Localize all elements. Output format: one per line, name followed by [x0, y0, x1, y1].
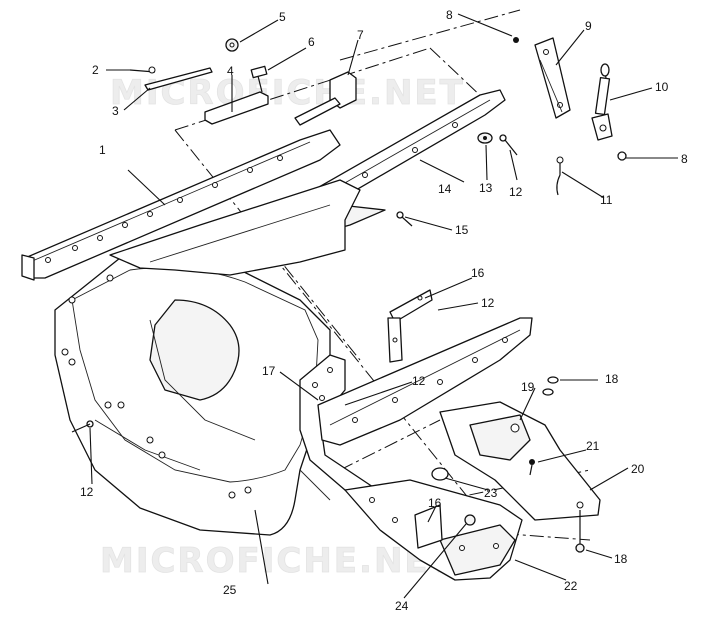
callout-23: 23 [484, 486, 498, 500]
part-9-hinge-plate [534, 37, 571, 119]
part-12-screw-left [71, 420, 94, 433]
callout-7: 7 [357, 28, 364, 42]
part-4-bracket [204, 91, 269, 125]
part-15-clip [396, 211, 413, 227]
part-16-bracket-lower [414, 504, 443, 549]
callout-16-top: 16 [471, 266, 485, 280]
callout-13: 13 [479, 181, 493, 195]
callout-2: 2 [92, 63, 99, 77]
callout-20: 20 [631, 462, 645, 476]
part-25-hood-shell [54, 255, 331, 536]
callout-22: 22 [564, 579, 578, 593]
watermark-bottom: MICROFICHE.NET [100, 541, 455, 581]
part-6-bolt [250, 65, 268, 93]
middle-panel [109, 179, 361, 276]
callout-12-mid: 12 [481, 296, 495, 310]
callout-6: 6 [308, 35, 315, 49]
part-11-cable [556, 156, 564, 196]
callout-11: 11 [600, 193, 613, 207]
part-10-gas-strut [591, 63, 613, 141]
part-13-grommet [477, 132, 493, 144]
watermark-top: MICROFICHE.NET [110, 73, 465, 113]
callout-10: 10 [655, 80, 669, 94]
callout-12-top: 12 [509, 185, 523, 199]
callout-21: 21 [586, 439, 600, 453]
callout-19: 19 [521, 380, 535, 394]
part-18-fasteners [547, 376, 585, 553]
part-12-screw-top [499, 134, 518, 156]
callout-18-top: 18 [605, 372, 619, 386]
callout-1: 1 [99, 143, 106, 157]
part-7-latch [294, 71, 357, 126]
callout-4: 4 [227, 64, 234, 78]
callout-18-bottom: 18 [614, 552, 628, 566]
part-3-shim [144, 67, 213, 91]
callout-5: 5 [279, 10, 286, 24]
callout-8-top: 8 [446, 8, 453, 22]
callout-16-bottom: 16 [428, 496, 442, 510]
callout-12-left: 12 [80, 485, 94, 499]
callout-8-right: 8 [681, 152, 688, 166]
callout-3: 3 [112, 104, 119, 118]
callout-14: 14 [438, 182, 452, 196]
callout-15: 15 [455, 223, 469, 237]
part-21-screw [529, 459, 535, 476]
part-23-grommet [431, 467, 449, 481]
callout-25: 25 [223, 583, 237, 597]
callout-9: 9 [585, 19, 592, 33]
part-20-plate [439, 401, 601, 521]
part-5-nut [225, 38, 239, 52]
part-19-washer [542, 388, 554, 396]
leader-lines [89, 13, 678, 599]
part-16-bracket-upper [387, 289, 433, 363]
callouts: 1 2 3 4 5 6 7 8 9 10 8 11 12 13 14 15 16… [80, 8, 688, 613]
callout-17: 17 [262, 364, 276, 378]
part-2-screw [129, 66, 156, 74]
right-side-rail [317, 317, 533, 446]
part-1-top-rail [21, 129, 341, 281]
part-8-fasteners [513, 37, 627, 161]
callout-12-center: 12 [412, 374, 426, 388]
part-24-nut [464, 514, 476, 526]
callout-24: 24 [395, 599, 409, 613]
